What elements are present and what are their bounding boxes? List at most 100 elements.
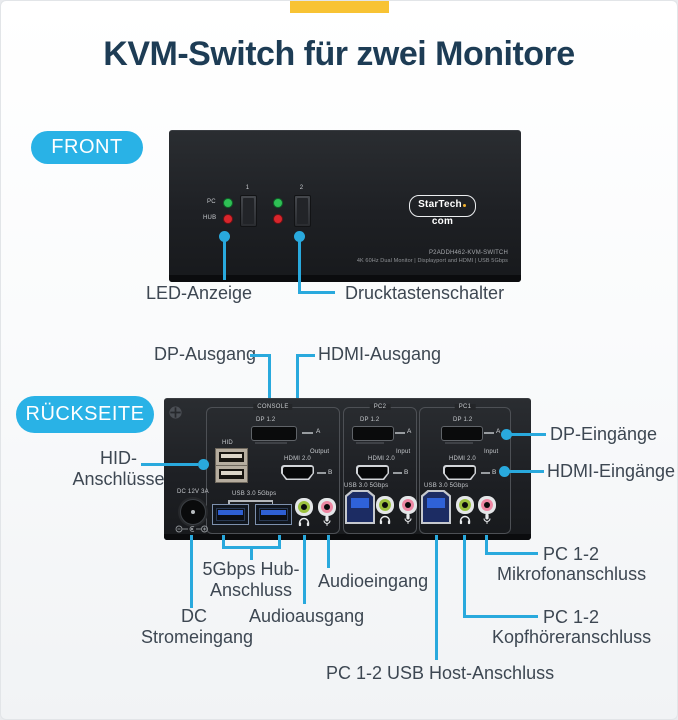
logo-text-pre: StarTech (418, 199, 462, 210)
hid-callout-line1: HID- (100, 448, 137, 468)
hdmi-out-line-h (295, 353, 315, 357)
pc1-hdmi-label: HDMI 2.0 (449, 456, 476, 462)
front-led-label-hub: HUB (203, 215, 217, 221)
audio-in-label: Audioeingang (318, 571, 429, 591)
hid-usb-port-1 (215, 448, 248, 466)
pc2-mic-jack (405, 502, 411, 508)
front-bottom-edge (169, 275, 521, 282)
pc2-port-a-label: A (407, 428, 412, 435)
led-callout-line (222, 239, 226, 280)
hdmi-in-line (508, 469, 544, 473)
hdmi-in-label: HDMI-Eingänge (547, 461, 676, 481)
led-green-1 (223, 198, 233, 208)
led-callout-dot (218, 230, 230, 242)
pc2-headphone-icon (379, 515, 391, 525)
console-mic-icon (323, 515, 331, 526)
mic-callout-line1: PC 1-2 (543, 544, 600, 564)
hub-callout-line1: 5Gbps Hub- (202, 559, 300, 579)
brand-tab (290, 1, 389, 13)
button-callout-line-h (297, 291, 335, 294)
logo-yellow-dot-icon (462, 204, 466, 207)
dp-out-line-h (250, 353, 270, 357)
pc2-usb-label: USB 3.0 5Gbps (344, 483, 389, 489)
hub-callout-line-v2 (277, 535, 281, 548)
mic-callout-line-h (484, 552, 538, 555)
pc2-section-box: PC2 (343, 404, 417, 534)
pc2-usb-host-port (345, 490, 375, 524)
mic-callout-line-v (484, 535, 488, 555)
front-badge: FRONT (31, 131, 143, 164)
console-mic-jack (324, 504, 330, 510)
hid-usb-port-2 (215, 465, 248, 483)
audio-out-callout-line (302, 535, 306, 604)
hub-callout-label: 5Gbps Hub- Anschluss (196, 559, 306, 601)
console-dp-port (251, 426, 297, 444)
pc1-section-label: PC1 (454, 404, 476, 410)
pc1-input-label: Input (484, 449, 499, 455)
headphone-callout-line1: PC 1-2 (543, 607, 600, 627)
pc2-dp-label: DP 1.2 (360, 417, 380, 423)
hid-callout-line2: Anschlüsse (72, 469, 165, 489)
hid-callout-label: HID- Anschlüsse (71, 448, 166, 490)
kvm-rear-view: CONSOLE DP 1.2 A Output HDMI 2.0 B HID D… (164, 398, 531, 540)
console-usb-bracket-h (228, 500, 273, 502)
logo-text-post: com (431, 216, 454, 227)
front-model-number: P2ADDH462-KVM-SWITCH (428, 250, 508, 256)
button-1-label: 1 (245, 185, 250, 191)
front-model-subtitle: 4K 60Hz Dual Monitor | Displayport and H… (356, 258, 508, 264)
pc1-usb-host-port (421, 490, 451, 524)
console-port-a-label: A (316, 428, 321, 435)
dp-out-callout-label: DP-Ausgang (154, 344, 257, 364)
hid-label: HID (222, 440, 233, 446)
console-hdmi-port (281, 465, 314, 480)
audio-in-callout-line (326, 535, 330, 568)
pc1-mic-icon (483, 513, 491, 524)
pc2-dp-port (352, 426, 394, 444)
push-button-1 (240, 195, 257, 227)
pc1-port-a-label: A (496, 428, 501, 435)
usb-host-label: PC 1-2 USB Host-Anschluss (326, 663, 555, 683)
button-callout-line-v (297, 239, 301, 294)
pc2-mic-icon (404, 513, 412, 524)
usb-host-callout-line (434, 535, 438, 660)
button-2-label: 2 (299, 185, 304, 191)
rear-badge: RÜCKSEITE (16, 396, 154, 433)
led-red-2 (273, 214, 283, 224)
pc1-headphone-jack (462, 502, 468, 508)
console-dp-dash (302, 432, 313, 434)
console-port-b-label: B (328, 468, 333, 476)
dc-label: DC 12V 3A (177, 489, 209, 495)
console-usb-label: USB 3.0 5Gbps (232, 491, 277, 497)
mic-callout-line2: Mikrofonanschluss (497, 564, 647, 584)
led-red-1 (223, 214, 233, 224)
pc1-hdmi-dash (481, 472, 490, 474)
console-section-box: CONSOLE (206, 404, 340, 534)
kvm-front-view: PC HUB 1 2 StarTechcom P2ADDH462-KVM-SWI… (169, 130, 521, 282)
pc2-hdmi-label: HDMI 2.0 (368, 456, 395, 462)
headphone-callout-line2: Kopfhöreranschluss (492, 627, 652, 647)
console-headphone-icon (298, 517, 310, 527)
screw-icon (168, 405, 183, 420)
pc2-input-label: Input (396, 449, 411, 455)
pc1-dp-dash (484, 432, 494, 434)
console-headphone-jack (301, 504, 307, 510)
button-callout-dot (293, 230, 305, 242)
pc2-hdmi-dash (393, 472, 402, 474)
pc2-dp-dash (395, 432, 405, 434)
console-dp-label: DP 1.2 (256, 417, 276, 423)
dp-out-line-v (267, 353, 271, 405)
headphone-callout-line-h (462, 615, 538, 618)
hub-callout-line2: Anschluss (209, 580, 293, 600)
pc1-usb-label: USB 3.0 5Gbps (424, 483, 469, 489)
pc1-dp-label: DP 1.2 (453, 417, 473, 423)
console-section-label: CONSOLE (253, 404, 293, 410)
pc1-dp-port (441, 426, 483, 444)
hub-callout-line-center (249, 547, 253, 560)
pc1-mic-jack (484, 502, 490, 508)
dc-callout-line1: DC (181, 606, 207, 626)
console-hdmi-label: HDMI 2.0 (284, 456, 311, 462)
pc2-hdmi-port (356, 465, 389, 480)
dc-callout-line (189, 535, 193, 608)
pc1-port-b-label: B (492, 468, 497, 476)
